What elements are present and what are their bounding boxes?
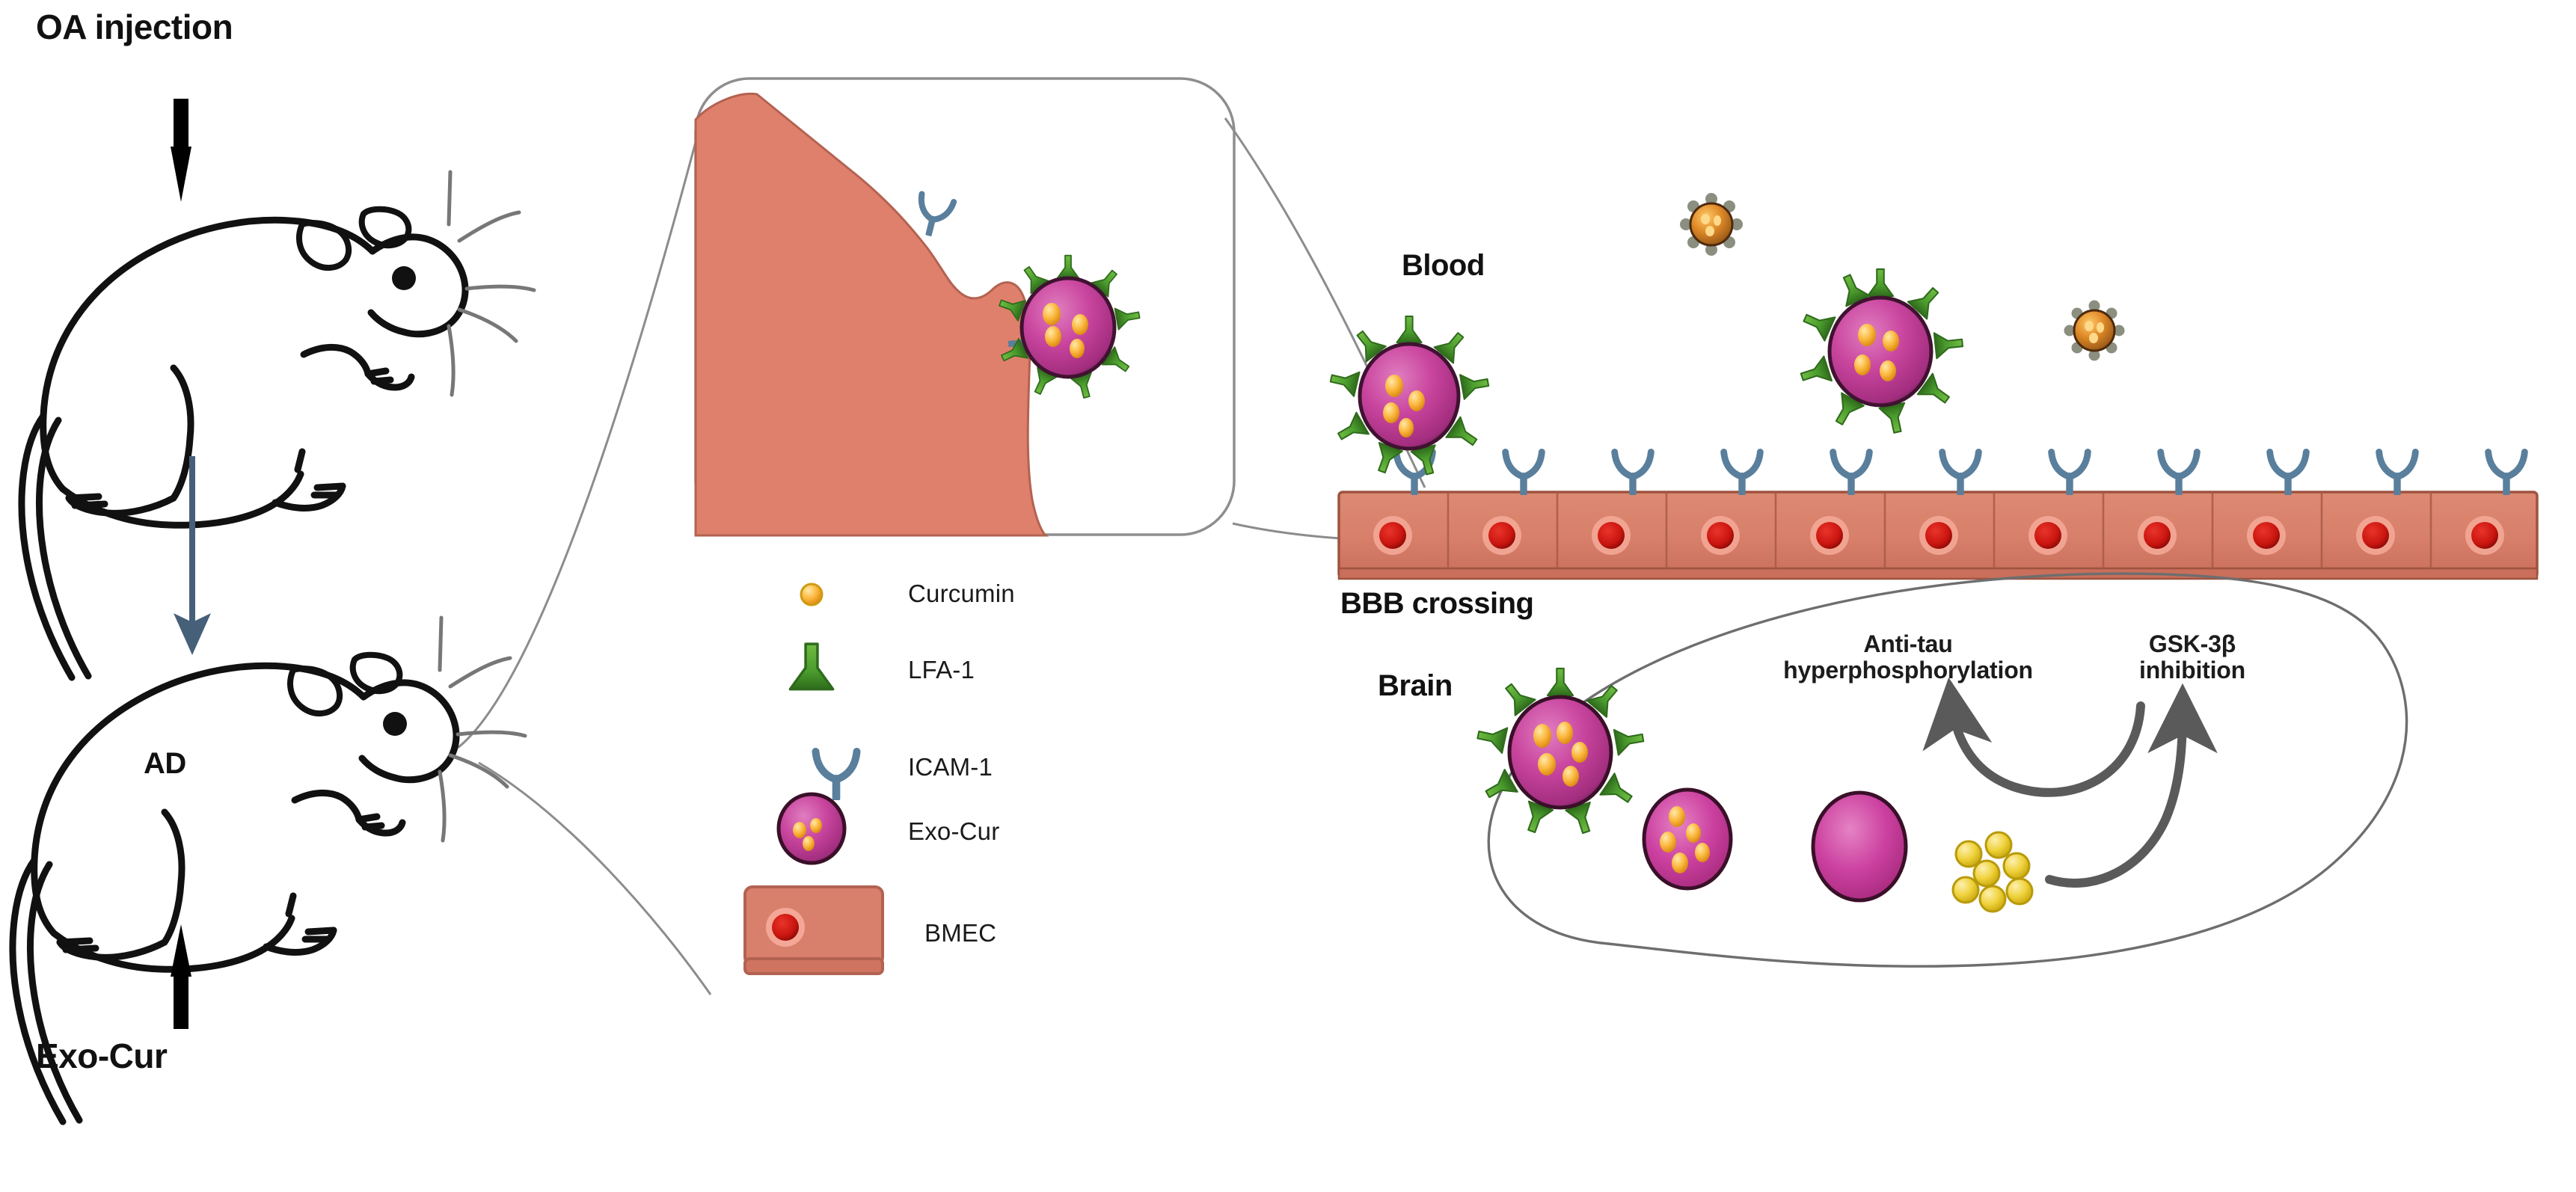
curcumin-particle-blood-right <box>2064 300 2125 361</box>
ad-label: AD <box>144 747 186 780</box>
gsk3b-line2: inhibition <box>2139 656 2245 683</box>
legend-icon-curcumin <box>800 583 824 606</box>
inset-box <box>694 77 1236 537</box>
arrow-exo-cur-treatment <box>171 924 191 1029</box>
legend-label-lfa1: LFA-1 <box>908 656 975 683</box>
exo-cur-docked <box>1328 316 1491 478</box>
bbb-crossing-label: BBB crossing <box>1340 587 1534 620</box>
legend-label-icam1: ICAM-1 <box>908 753 993 781</box>
brain-exo-cur-spiked <box>1474 667 1646 837</box>
legend-icon-exo-cur <box>776 792 847 917</box>
mouse-healthy <box>18 170 536 681</box>
bmec-nuclei <box>1373 516 2504 555</box>
brain-vesicle-empty <box>1811 790 1908 903</box>
anti-tau-line1: Anti-tau <box>1863 630 1953 657</box>
exo-cur-treatment-label: Exo-Cur <box>36 1036 168 1075</box>
arrow-disease-progression <box>174 456 211 655</box>
oa-injection-label: OA injection <box>36 7 233 46</box>
gsk3b-pathway-label: GSK-3β inhibition <box>2099 631 2286 683</box>
arrow-to-anti-tau <box>1922 677 2145 797</box>
anti-tau-line2: hyperphosphorylation <box>1783 656 2033 683</box>
pathway-arrow-curcumin-to-gsk <box>2045 683 2218 888</box>
legend-label-bmec: BMEC <box>924 919 997 947</box>
mouse-ad <box>9 615 527 1125</box>
bbb-icam1-receptors <box>1396 452 2525 493</box>
inset-exo-cur <box>996 254 1142 401</box>
pathway-arrows <box>1922 677 2145 797</box>
legend-icon-lfa1 <box>788 642 835 691</box>
anti-tau-pathway-label: Anti-tau hyperphosphorylation <box>1770 631 2046 683</box>
arrow-oa-injection <box>171 99 191 202</box>
legend-label-curcumin: Curcumin <box>908 580 1015 607</box>
brain-free-curcumin-cluster <box>1951 831 2034 913</box>
leader-lines-mouse-to-inset <box>457 141 712 995</box>
legend-icon-bmec <box>743 885 884 975</box>
leader-lines-inset-to-bbb <box>1224 117 1426 541</box>
legend-icon-icam1 <box>816 752 857 799</box>
exo-cur-blood-free <box>1797 268 1965 436</box>
gsk3b-line1: GSK-3β <box>2148 630 2236 657</box>
legend-label-exo-cur: Exo-Cur <box>908 817 1000 845</box>
curcumin-particle-blood-top <box>1680 193 1743 256</box>
brain-vesicle-loaded <box>1642 787 1733 891</box>
brain-label: Brain <box>1378 669 1453 702</box>
blood-label: Blood <box>1402 249 1485 282</box>
